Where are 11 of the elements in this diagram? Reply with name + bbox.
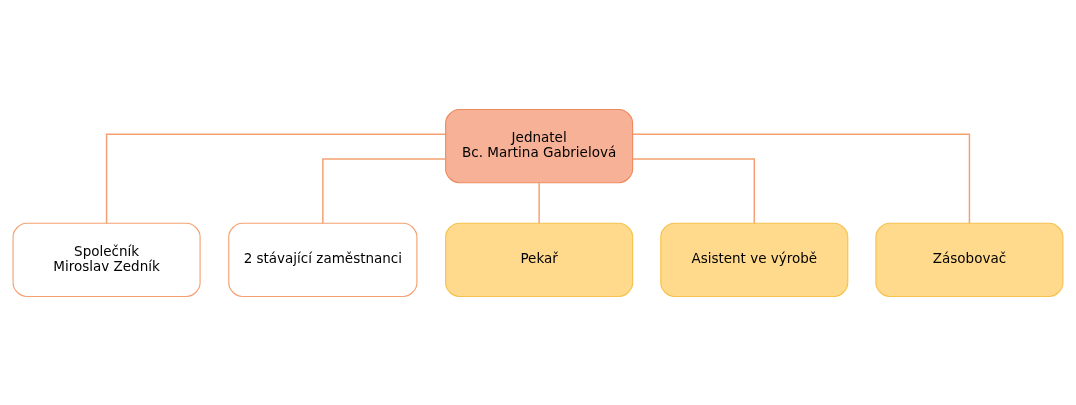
node-box: Zásobovač bbox=[875, 222, 1064, 297]
connector bbox=[632, 157, 755, 224]
node-box: Společník Miroslav Zedník bbox=[12, 222, 201, 297]
node-box: Pekař bbox=[445, 222, 634, 297]
connector bbox=[632, 133, 971, 224]
node-box: 2 stávající zaměstnanci bbox=[228, 222, 418, 297]
node-box: Asistent ve výrobě bbox=[660, 222, 849, 297]
node-box: Jednatel Bc. Martina Gabrielová bbox=[445, 108, 634, 183]
connector bbox=[105, 133, 446, 224]
connector bbox=[322, 157, 447, 224]
connector bbox=[538, 181, 540, 224]
